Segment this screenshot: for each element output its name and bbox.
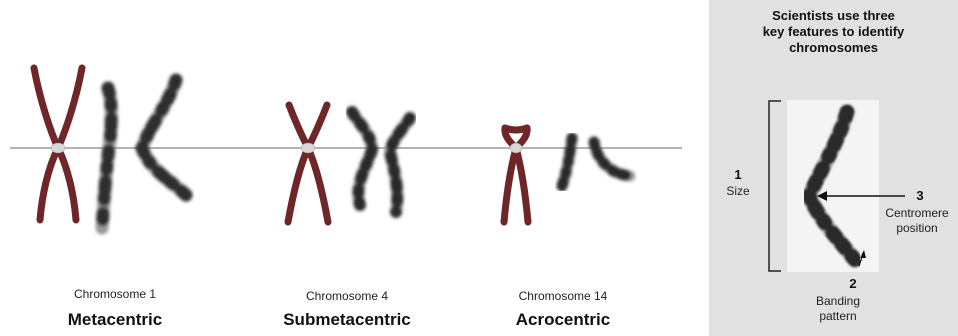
submetacentric-label: Submetacentric <box>247 310 447 330</box>
feature-3-label: Centromere position <box>879 206 955 236</box>
feature-2-label: Banding pattern <box>803 294 873 324</box>
metacentric-photo <box>102 80 186 228</box>
chromosome-4-name: Chromosome 4 <box>272 289 422 303</box>
submetacentric-photo <box>352 112 410 212</box>
centromere-dot <box>510 143 522 153</box>
feature-1-number: 1 <box>728 167 748 182</box>
feature-2-number: 2 <box>843 276 863 291</box>
chromosome-14-name: Chromosome 14 <box>488 289 638 303</box>
feature-1-label: Size <box>720 184 756 199</box>
feature-3-number: 3 <box>910 188 930 203</box>
chromosome-1-name: Chromosome 1 <box>40 287 190 301</box>
submetacentric-schematic <box>288 105 328 222</box>
centromere-dot <box>51 143 65 153</box>
acrocentric-label: Acrocentric <box>463 310 663 330</box>
centromere-dot <box>301 143 315 153</box>
metacentric-label: Metacentric <box>15 310 215 330</box>
size-bracket <box>769 101 781 271</box>
chromosome-photo-bg <box>787 100 879 272</box>
key-features-panel: Scientists use three key features to ide… <box>709 0 958 336</box>
acrocentric-schematic <box>504 128 528 222</box>
acrocentric-photo <box>562 138 630 186</box>
